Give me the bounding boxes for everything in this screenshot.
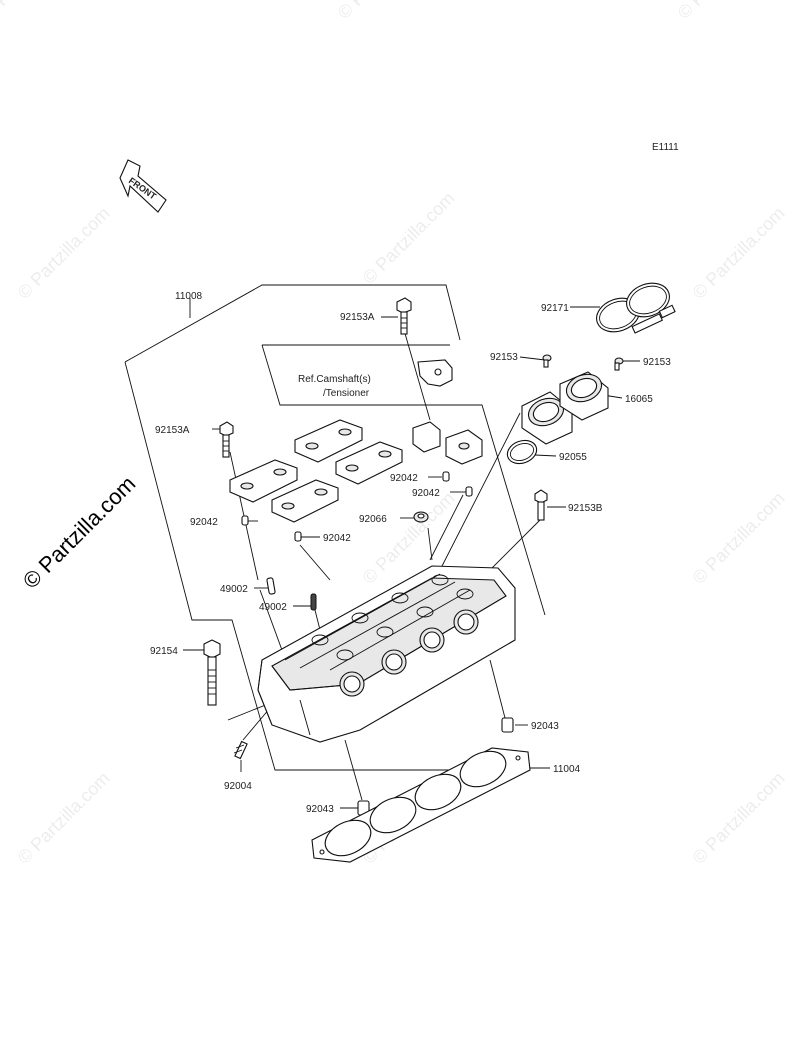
pins-92042 xyxy=(241,471,473,542)
diagram-code: E1111 xyxy=(652,142,679,153)
label-92004: 92004 xyxy=(224,781,252,792)
label-92153-right: 92153 xyxy=(643,357,671,368)
label-11004: 11004 xyxy=(553,764,581,775)
cam-cap xyxy=(335,441,403,485)
watermark: © Partzilla.com xyxy=(14,203,114,303)
watermark: © Partzilla.com xyxy=(0,0,79,23)
tensioner-bracket xyxy=(417,359,453,387)
watermark-main: © Partzilla.com xyxy=(18,471,141,594)
watermark: © Partzilla.com xyxy=(674,0,774,23)
label-49002-2: 49002 xyxy=(259,602,287,613)
label-92171: 92171 xyxy=(541,303,569,314)
clamps-92171 xyxy=(596,282,676,334)
bolt-92153b xyxy=(534,489,548,521)
watermark: © Partzilla.com xyxy=(334,0,434,23)
label-92042-r2: 92042 xyxy=(412,488,440,499)
front-arrow-icon: FRONT xyxy=(119,159,167,213)
label-49002-1: 49002 xyxy=(220,584,248,595)
dowels-92043 xyxy=(357,717,514,816)
label-92154: 92154 xyxy=(150,646,178,657)
label-92042-l1: 92042 xyxy=(190,517,218,528)
cam-cap-right xyxy=(412,421,483,465)
watermark: © Partzilla.com xyxy=(14,768,114,868)
label-92153a-left: 92153A xyxy=(155,425,190,436)
watermark: © Partzilla.com xyxy=(689,488,789,588)
bolt-92154 xyxy=(203,639,221,706)
throttle-holders-16065 xyxy=(521,371,609,445)
screws-92153 xyxy=(542,354,624,371)
label-92153b: 92153B xyxy=(568,503,603,514)
label-92153a-top: 92153A xyxy=(340,312,375,323)
gasket-11004 xyxy=(311,747,531,863)
cam-caps xyxy=(229,419,483,523)
watermark: © Partzilla.com xyxy=(359,188,459,288)
label-92043-right: 92043 xyxy=(531,721,559,732)
cam-cap xyxy=(271,479,339,523)
label-16065: 16065 xyxy=(625,394,653,405)
stud-92004 xyxy=(233,740,248,760)
bolt-92153a-top xyxy=(396,297,412,335)
label-92066: 92066 xyxy=(359,514,387,525)
bolt-92153a-left xyxy=(219,421,234,458)
oring-92055 xyxy=(506,439,538,465)
ref-note-line2: /Tensioner xyxy=(323,388,370,399)
label-92043-left: 92043 xyxy=(306,804,334,815)
watermark-layer: © Partzilla.com © Partzilla.com © Partzi… xyxy=(0,0,789,868)
label-92055: 92055 xyxy=(559,452,587,463)
label-92042-r1: 92042 xyxy=(390,473,418,484)
cam-cap xyxy=(294,419,363,463)
cam-cap xyxy=(229,459,298,503)
ref-note-line1: Ref.Camshaft(s) xyxy=(298,374,371,385)
cylinder-head xyxy=(257,565,516,743)
watermark: © Partzilla.com xyxy=(689,203,789,303)
part-labels: 11008 92153A 92171 92153 92153 16065 921… xyxy=(150,291,671,815)
label-92042-l2: 92042 xyxy=(323,533,351,544)
label-92153-left: 92153 xyxy=(490,352,518,363)
guides-49002 xyxy=(266,577,317,611)
watermark: © Partzilla.com xyxy=(689,768,789,868)
plug-92066 xyxy=(413,511,429,523)
label-11008: 11008 xyxy=(175,291,203,302)
